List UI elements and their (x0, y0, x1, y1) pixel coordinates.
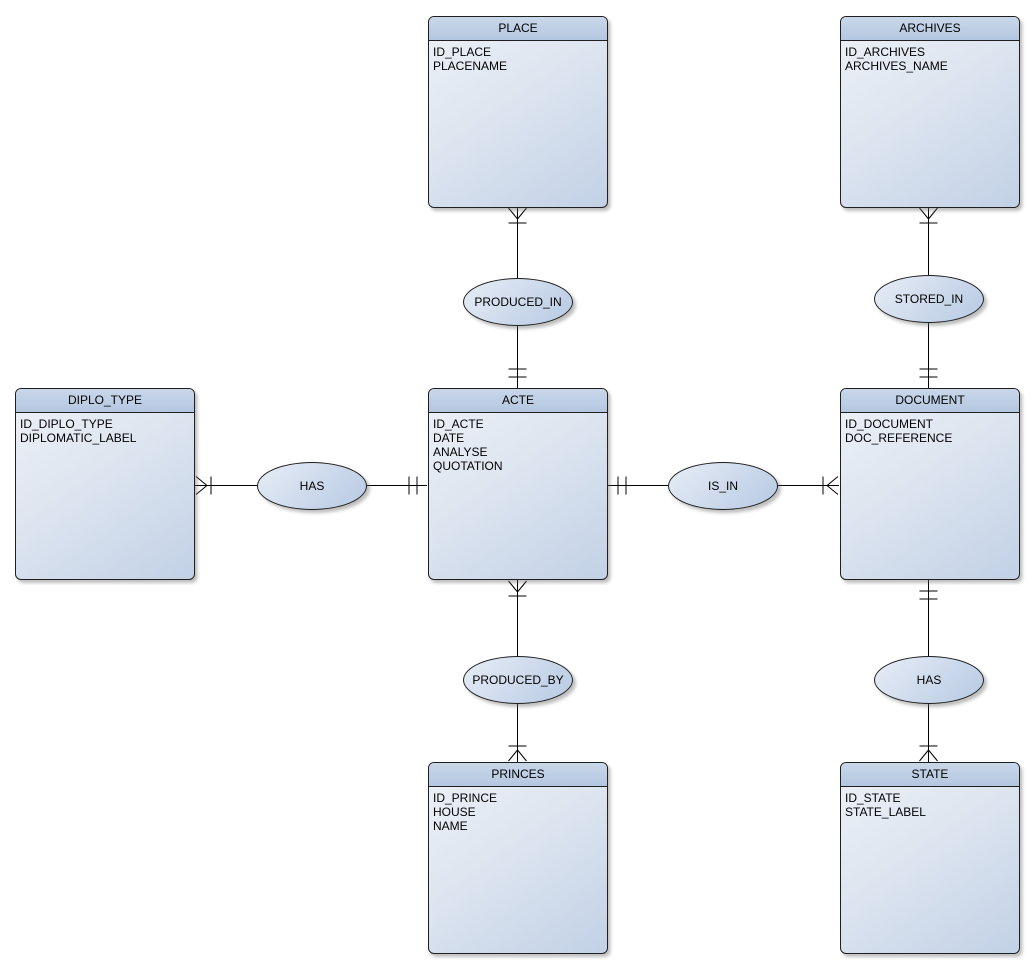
relationship-label: STORED_IN (894, 292, 964, 306)
attribute: NAME (433, 819, 468, 833)
entity-attribute-list: ID_DIPLO_TYPE DIPLOMATIC_LABEL (16, 413, 194, 445)
relationship-label: HAS (299, 479, 325, 493)
double-tick-icon (408, 476, 418, 495)
crow-foot-icon (508, 207, 527, 220)
attribute: ID_PRINCE (433, 791, 498, 805)
attribute: DATE (433, 431, 465, 445)
crow-foot-icon (508, 580, 527, 593)
entity-title: PLACE (429, 17, 607, 41)
entity-diplo-type[interactable]: DIPLO_TYPE ID_DIPLO_TYPE DIPLOMATIC_LABE… (15, 388, 195, 580)
relationship-stored-in[interactable]: STORED_IN (874, 275, 984, 323)
attribute: ARCHIVES_NAME (845, 59, 948, 73)
attribute: DIPLOMATIC_LABEL (20, 431, 137, 445)
connector-archives-stored-in-document (919, 207, 938, 388)
crow-foot-icon (195, 476, 208, 495)
entity-title: ACTE (429, 389, 607, 413)
entity-state[interactable]: STATE ID_STATE STATE_LABEL (840, 762, 1020, 954)
entity-title: DOCUMENT (841, 389, 1019, 413)
attribute: HOUSE (433, 805, 476, 819)
crow-foot-icon (919, 207, 938, 220)
attribute: ID_ARCHIVES (845, 45, 926, 59)
double-tick-icon (919, 368, 938, 378)
attribute: ID_DOCUMENT (845, 417, 934, 431)
relationship-label: PRODUCED_IN (474, 295, 562, 309)
relationship-is-in[interactable]: IS_IN (668, 462, 778, 510)
attribute: QUOTATION (433, 459, 503, 473)
entity-princes[interactable]: PRINCES ID_PRINCE HOUSE NAME (428, 762, 608, 954)
attribute: ID_PLACE (433, 45, 492, 59)
attribute: ID_ACTE (433, 417, 484, 431)
attribute: STATE_LABEL (845, 805, 926, 819)
relationship-has-state[interactable]: HAS (874, 656, 984, 704)
entity-attribute-list: ID_ARCHIVES ARCHIVES_NAME (841, 41, 1019, 73)
crow-foot-icon (919, 749, 938, 762)
entity-attribute-list: ID_ACTE DATE ANALYSE QUOTATION (429, 413, 607, 473)
entity-title: STATE (841, 763, 1019, 787)
attribute: PLACENAME (433, 59, 508, 73)
entity-place[interactable]: PLACE ID_PLACE PLACENAME (428, 16, 608, 208)
entity-attribute-list: ID_PLACE PLACENAME (429, 41, 607, 73)
attribute: ID_STATE (845, 791, 901, 805)
entity-title: DIPLO_TYPE (16, 389, 194, 413)
connector-acte-produced-by-princes (508, 580, 527, 762)
entity-archives[interactable]: ARCHIVES ID_ARCHIVES ARCHIVES_NAME (840, 16, 1020, 208)
connector-diplo-type-has-acte (195, 476, 427, 495)
attribute: DOC_REFERENCE (845, 431, 953, 445)
connector-place-produced-in-acte (508, 207, 527, 388)
connector-document-has-state (919, 580, 938, 762)
double-tick-icon (617, 476, 627, 495)
connector-acte-is-in-document (607, 476, 839, 495)
entity-attribute-list: ID_PRINCE HOUSE NAME (429, 787, 607, 833)
relationship-label: HAS (916, 673, 942, 687)
crow-foot-icon (826, 476, 839, 495)
relationship-label: PRODUCED_BY (472, 673, 564, 687)
entity-title: ARCHIVES (841, 17, 1019, 41)
attribute: ID_DIPLO_TYPE (20, 417, 113, 431)
relationship-produced-in[interactable]: PRODUCED_IN (463, 278, 573, 326)
entity-attribute-list: ID_DOCUMENT DOC_REFERENCE (841, 413, 1019, 445)
double-tick-icon (919, 590, 938, 600)
entity-document[interactable]: DOCUMENT ID_DOCUMENT DOC_REFERENCE (840, 388, 1020, 580)
crow-foot-icon (508, 749, 527, 762)
entity-acte[interactable]: ACTE ID_ACTE DATE ANALYSE QUOTATION (428, 388, 608, 580)
relationship-label: IS_IN (707, 479, 738, 493)
entity-attribute-list: ID_STATE STATE_LABEL (841, 787, 1019, 819)
entity-title: PRINCES (429, 763, 607, 787)
attribute: ANALYSE (433, 445, 488, 459)
relationship-produced-by[interactable]: PRODUCED_BY (463, 656, 573, 704)
relationship-has-diplo-type[interactable]: HAS (257, 462, 367, 510)
double-tick-icon (508, 368, 527, 378)
